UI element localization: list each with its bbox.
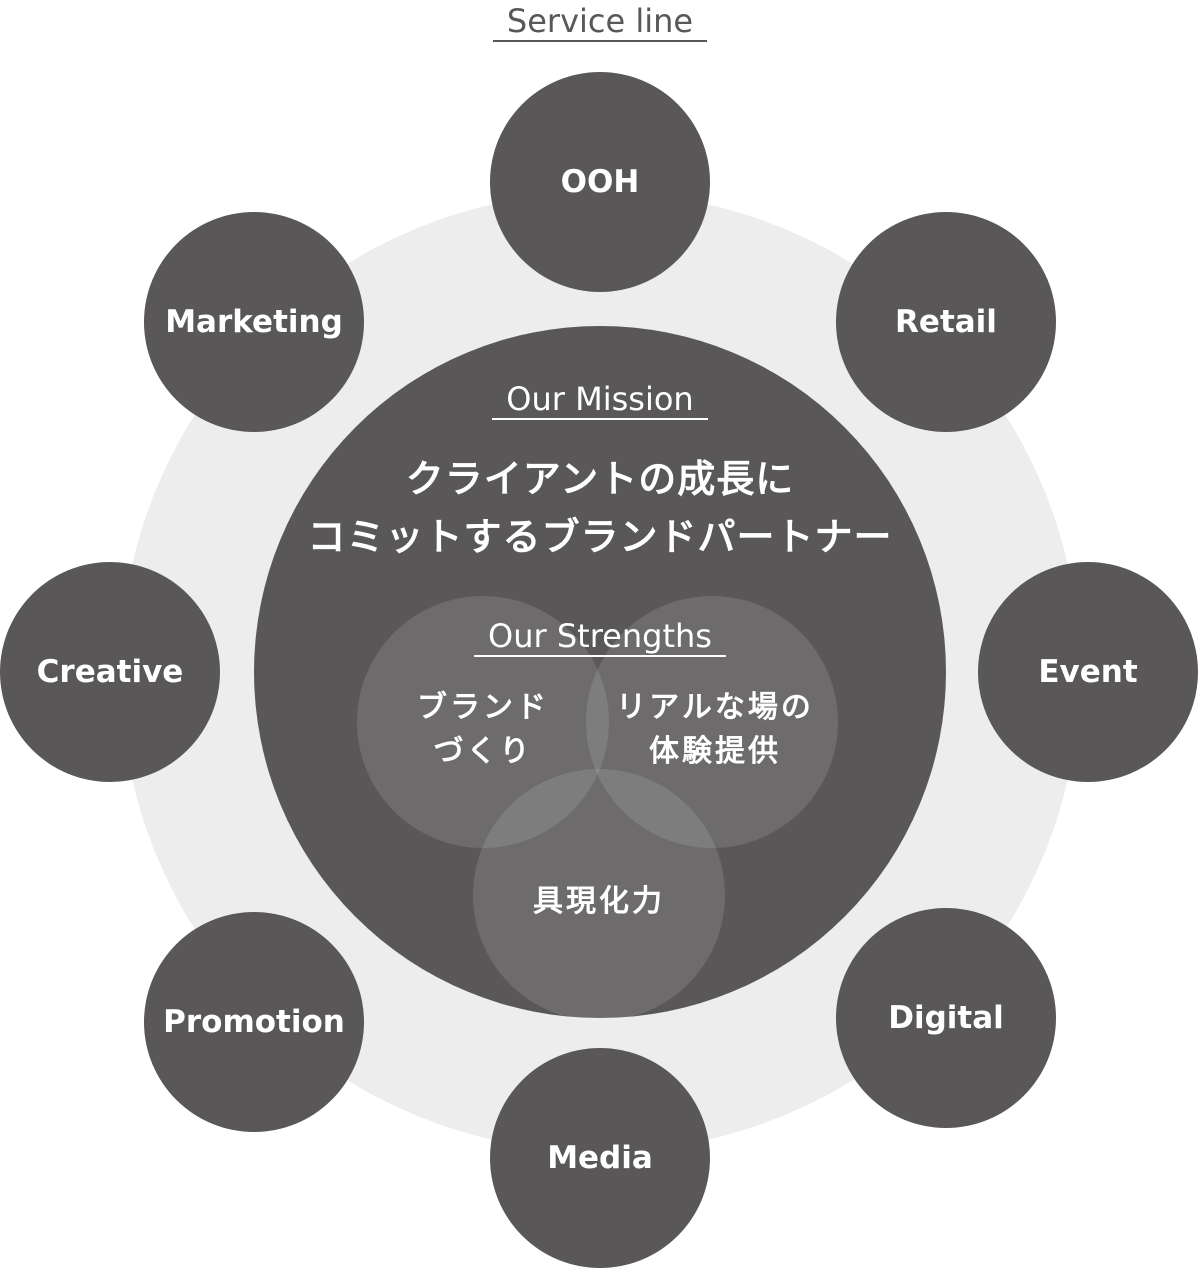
node-event: Event (978, 562, 1198, 782)
node-creative: Creative (0, 562, 220, 782)
strength-real-line-1: リアルな場の (616, 690, 814, 725)
node-retail: Retail (836, 212, 1056, 432)
venn-real-circle (586, 596, 838, 848)
strength-brand: ブランド づくり (383, 686, 583, 774)
venn-embody-circle (473, 769, 725, 1021)
node-digital: Digital (836, 908, 1056, 1128)
strength-real-experience: リアルな場の 体験提供 (600, 686, 830, 774)
strength-brand-line-1: ブランド (417, 690, 549, 725)
strength-brand-line-2: づくり (433, 734, 533, 769)
service-line-title: Service line (0, 2, 1200, 42)
node-marketing: Marketing (144, 212, 364, 432)
node-media: Media (490, 1048, 710, 1268)
strengths-title: Our Strengths (0, 617, 1200, 657)
node-promotion: Promotion (144, 912, 364, 1132)
mission-title: Our Mission (0, 380, 1200, 420)
mission-line-1: クライアントの成長に (405, 457, 795, 501)
strength-real-line-2: 体験提供 (649, 734, 781, 769)
strength-embodiment: 具現化力 (533, 884, 665, 919)
mission-circle (254, 326, 946, 1018)
venn-brand-circle (357, 596, 609, 848)
mission-statement: クライアントの成長に コミットするブランドパートナー (250, 450, 950, 566)
mission-line-2: コミットするブランドパートナー (307, 515, 893, 559)
node-ooh: OOH (490, 72, 710, 292)
